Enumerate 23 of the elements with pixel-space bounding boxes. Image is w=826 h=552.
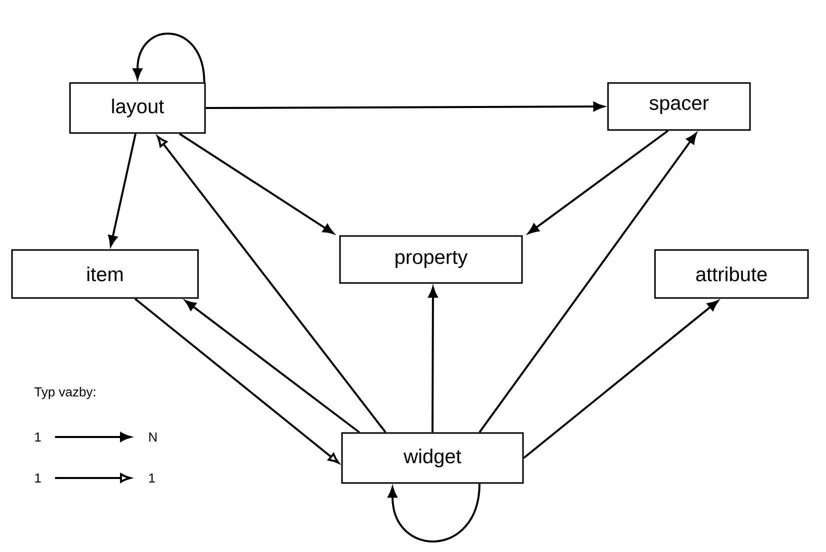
legend-title: Typ vazby: — [34, 386, 96, 400]
arrow — [206, 102, 604, 112]
node-box: attribute — [654, 249, 809, 299]
node-box: widget — [341, 432, 524, 484]
arrow — [184, 300, 360, 434]
cardinality-label: N — [149, 432, 157, 442]
cardinality-label: 1 — [149, 474, 155, 482]
arrow — [178, 132, 334, 234]
arrow — [528, 130, 669, 234]
node-box: spacer — [607, 82, 751, 131]
arrow — [428, 286, 438, 432]
arrow — [156, 136, 386, 433]
node-box: item — [11, 249, 199, 299]
node-box: property — [339, 235, 523, 284]
arrow — [478, 132, 697, 433]
arrow — [523, 300, 718, 459]
arrow — [388, 484, 480, 542]
cardinality-label: 1 — [35, 474, 41, 482]
cardinality-label: 1 — [35, 432, 41, 442]
arrow — [134, 298, 340, 464]
arrow — [132, 32, 206, 82]
node-box: layout — [69, 82, 206, 134]
arrow — [108, 134, 136, 246]
